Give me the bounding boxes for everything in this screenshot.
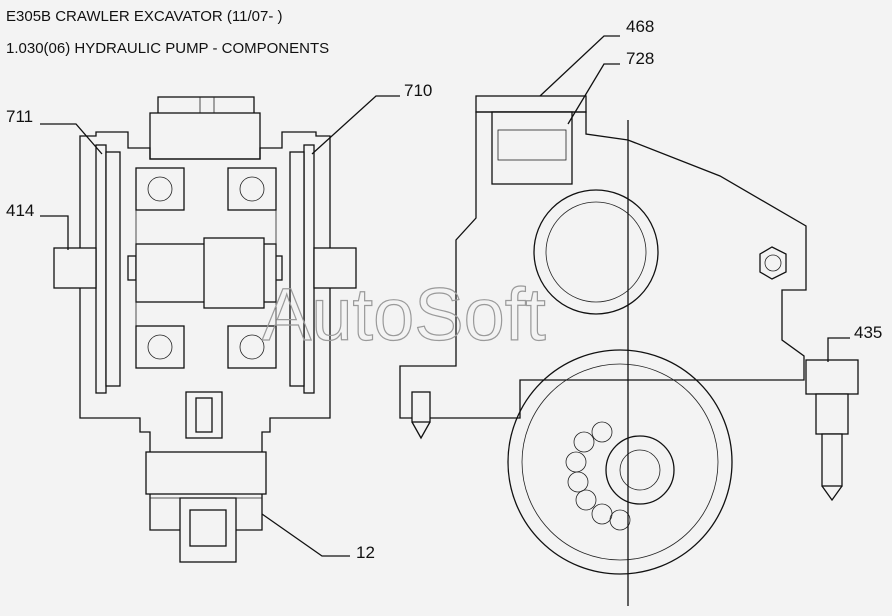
watermark-text: AutoSoft xyxy=(262,273,546,356)
callout-711: 711 xyxy=(6,107,33,126)
callout-414: 414 xyxy=(6,201,34,220)
callout-710: 710 xyxy=(404,81,432,100)
diagram-subtitle: 1.030(06) HYDRAULIC PUMP - COMPONENTS xyxy=(6,40,330,57)
leader-lines xyxy=(40,35,850,557)
callout-728: 728 xyxy=(626,49,654,68)
pump-side-view xyxy=(399,95,859,606)
callout-12: 12 xyxy=(356,543,375,562)
pump-front-view xyxy=(53,96,357,563)
callout-435: 435 xyxy=(854,323,882,342)
callout-468: 468 xyxy=(626,17,654,36)
diagram-title: E305B CRAWLER EXCAVATOR (11/07- ) xyxy=(6,8,283,25)
